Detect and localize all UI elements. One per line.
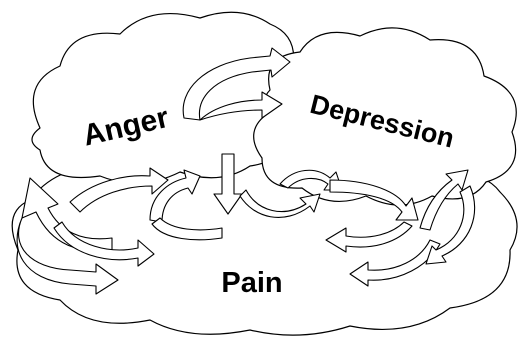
pain-label: Pain (221, 267, 282, 299)
